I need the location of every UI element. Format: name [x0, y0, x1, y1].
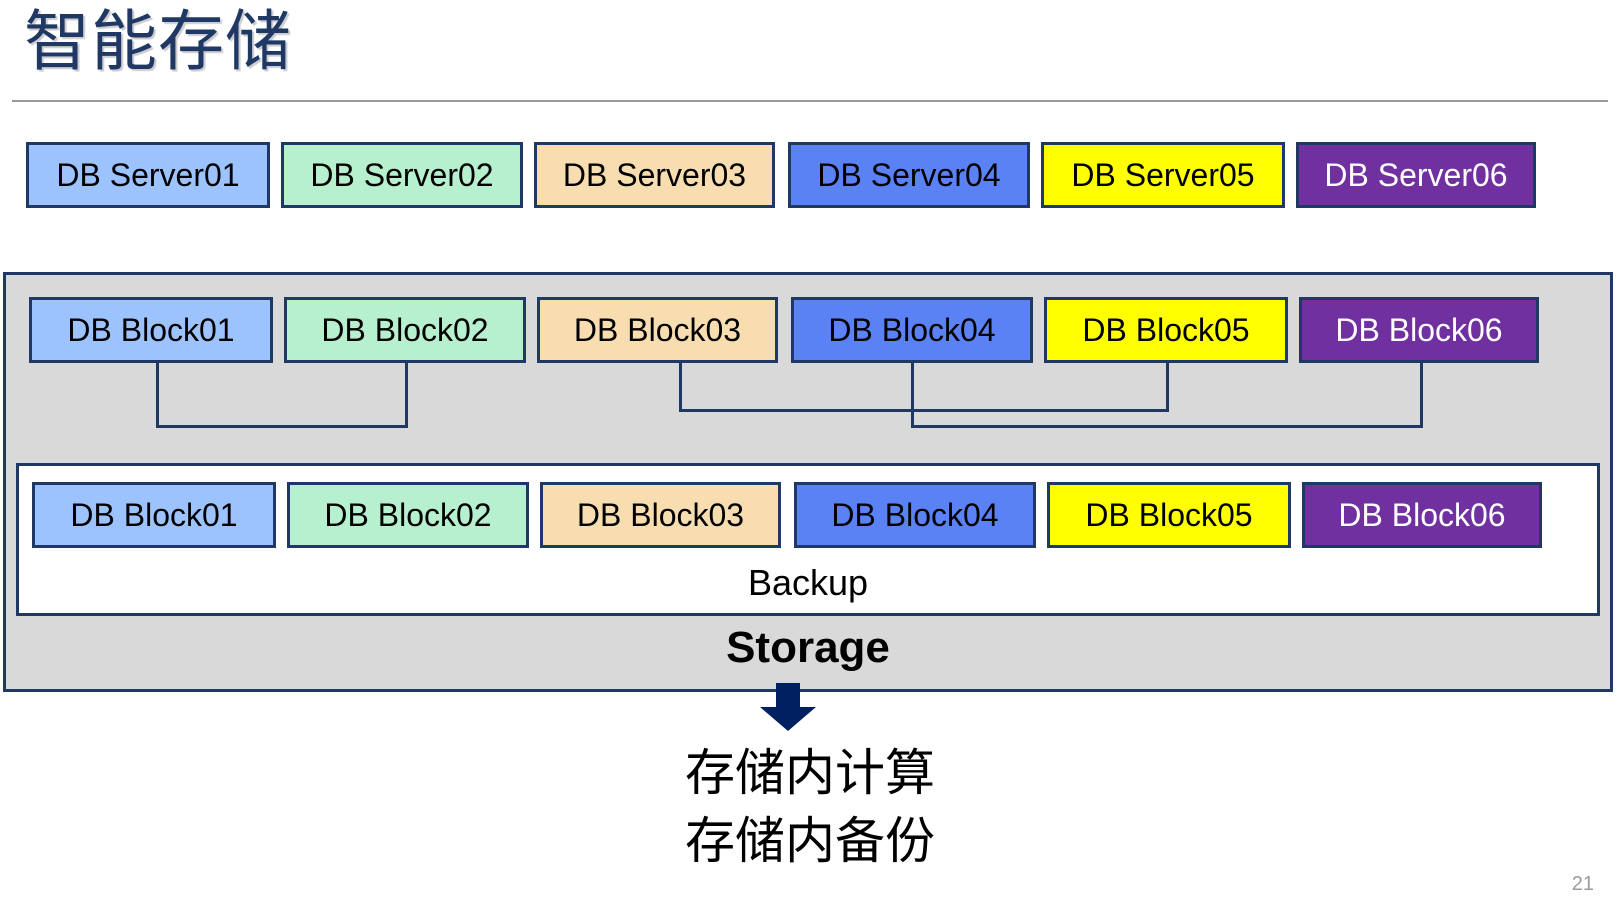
connector-horizontal-2	[679, 409, 1169, 412]
db-block-primary-2[interactable]: DB Block02	[284, 297, 526, 363]
db-block-primary-6[interactable]: DB Block06	[1299, 297, 1539, 363]
caption-block: 存储内计算存储内备份	[0, 740, 1620, 875]
page-number: 21	[1571, 873, 1594, 895]
connector-vertical-left-2	[679, 363, 682, 412]
db-block-backup-3[interactable]: DB Block03	[540, 482, 781, 548]
db-block-backup-label: DB Block02	[324, 496, 492, 533]
db-block-primary-3[interactable]: DB Block03	[537, 297, 778, 363]
db-block-backup-6[interactable]: DB Block06	[1302, 482, 1542, 548]
db-server-box-4[interactable]: DB Server04	[788, 142, 1030, 208]
storage-label: Storage	[726, 623, 890, 672]
backup-box: Backup DB Block01 DB Block02 DB Block03 DB …	[16, 463, 1600, 616]
db-block-backup-label: DB Block03	[576, 496, 745, 533]
db-server-box-label: DB Server01	[56, 156, 240, 193]
db-block-backup-label: DB Block06	[1338, 496, 1506, 533]
db-block-backup-1[interactable]: DB Block01	[32, 482, 276, 548]
page-title: 智能存储	[24, 4, 292, 78]
connector-vertical-right-2	[1166, 363, 1169, 412]
db-block-primary-5[interactable]: DB Block05	[1044, 297, 1288, 363]
backup-label: Backup	[747, 562, 869, 603]
db-block-backup-label: DB Block01	[70, 496, 238, 533]
db-block-backup-label: DB Block05	[1085, 496, 1253, 533]
db-server-box-5[interactable]: DB Server05	[1041, 142, 1285, 208]
title-divider	[12, 100, 1608, 102]
db-server-box-label: DB Server03	[562, 156, 747, 193]
db-block-primary-label: DB Block01	[67, 311, 235, 348]
db-server-box-label: DB Server06	[1324, 156, 1508, 193]
db-server-box-1[interactable]: DB Server01	[26, 142, 270, 208]
db-block-backup-2[interactable]: DB Block02	[287, 482, 529, 548]
storage-container: Backup DB Block01 DB Block02 DB Block03 DB …	[3, 272, 1613, 731]
down-arrow-icon	[760, 683, 816, 731]
db-block-backup-5[interactable]: DB Block05	[1047, 482, 1291, 548]
connector-horizontal-1	[156, 425, 408, 428]
db-block-primary-4[interactable]: DB Block04	[791, 297, 1033, 363]
caption-line-1: 存储内计算	[685, 745, 935, 801]
connector-horizontal-3	[911, 425, 1423, 428]
db-server-box-label: DB Server05	[1071, 156, 1255, 193]
db-block-primary-label: DB Block04	[828, 311, 996, 348]
connector-vertical-left-3	[911, 363, 914, 428]
db-block-primary-1[interactable]: DB Block01	[29, 297, 273, 363]
db-server-box-label: DB Server02	[310, 156, 494, 193]
db-server-box-label: DB Server04	[817, 156, 1001, 193]
db-server-box-6[interactable]: DB Server06	[1296, 142, 1536, 208]
db-block-primary-label: DB Block02	[321, 311, 489, 348]
db-block-primary-label: DB Block06	[1335, 311, 1503, 348]
db-block-backup-label: DB Block04	[831, 496, 999, 533]
connector-vertical-right-3	[1420, 363, 1423, 428]
db-server-box-2[interactable]: DB Server02	[281, 142, 523, 208]
caption-line-2: 存储内备份	[685, 812, 935, 869]
db-server-box-3[interactable]: DB Server03	[534, 142, 775, 208]
db-block-primary-label: DB Block05	[1082, 311, 1250, 348]
connector-vertical-left-1	[156, 363, 159, 428]
db-block-primary-label: DB Block03	[573, 311, 742, 348]
connector-vertical-right-1	[405, 363, 408, 428]
db-block-backup-4[interactable]: DB Block04	[794, 482, 1036, 548]
